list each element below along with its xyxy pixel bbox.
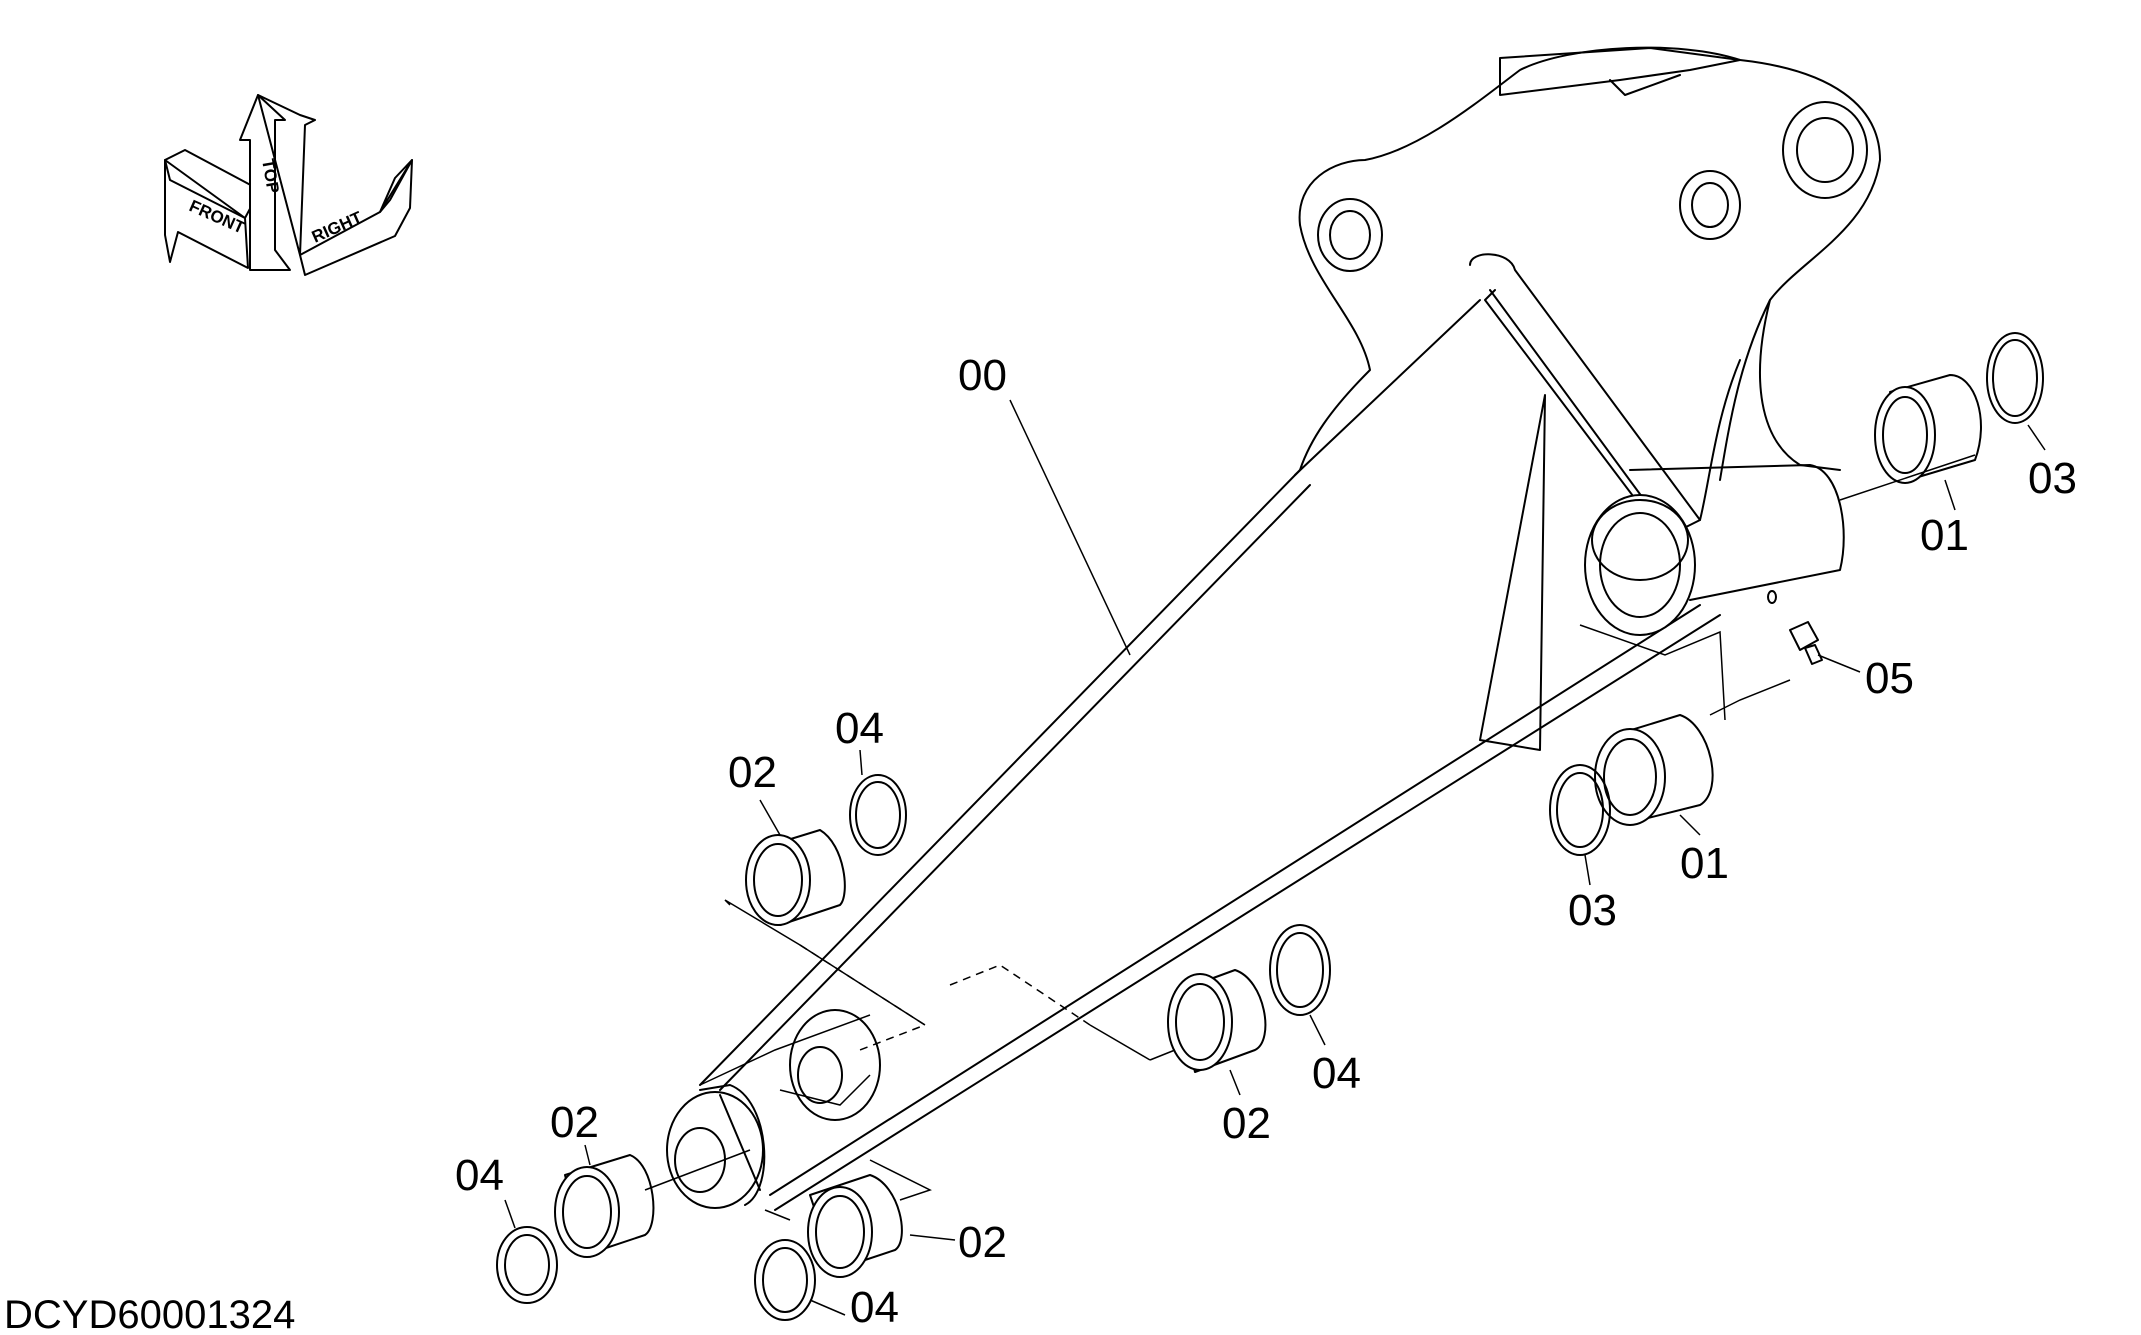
ring-03-mid (1549, 764, 1611, 856)
bracket-hole-right (1782, 101, 1868, 199)
bushing-02-lower (554, 1154, 655, 1258)
callout-bush-center: 02 (1222, 1099, 1271, 1148)
callout-bush-bottom: 02 (958, 1218, 1007, 1267)
callout-bush-top-right: 01 (1920, 511, 1969, 560)
bracket-hole-left (1317, 198, 1383, 272)
callout-ring-upper-left: 04 (835, 704, 884, 753)
assembly-lines (644, 454, 1976, 1221)
callout-ring-top-right: 03 (2028, 454, 2077, 503)
grease-fitting-05 (1767, 590, 1823, 665)
ring-04-center (1269, 924, 1331, 1016)
callout-labels: 00 01 03 05 01 03 02 04 02 04 02 04 02 0… (455, 351, 2077, 1332)
orientation-arrows-icon: FRONT TOP RIGHT (164, 94, 413, 276)
callout-bush-mid-right: 01 (1680, 839, 1729, 888)
ring-04-lower (496, 1226, 558, 1304)
drawing-code: DCYD60001324 (4, 1293, 295, 1335)
ring-04-bottom (754, 1239, 816, 1321)
bushing-02-center (1167, 969, 1267, 1073)
ring-03-top (1986, 332, 2044, 424)
ring-04-upper (849, 774, 907, 856)
callout-ring-lower-left: 04 (455, 1151, 504, 1200)
callout-fitting: 05 (1865, 654, 1914, 703)
bushing-02-bottom (807, 1174, 903, 1278)
lower-boss-front (666, 1091, 764, 1209)
callout-arm: 00 (958, 351, 1007, 400)
callout-ring-mid-right: 03 (1568, 886, 1617, 935)
bushing-02-upper (745, 829, 846, 926)
callout-bush-lower-left: 02 (550, 1098, 599, 1147)
bushing-01-top (1874, 374, 1982, 484)
bushing-01-mid (1594, 714, 1714, 826)
bracket-hole-middle (1679, 170, 1741, 240)
top-boss (1584, 494, 1696, 636)
callout-ring-bottom: 04 (850, 1283, 899, 1332)
arm-body (666, 46, 1881, 1211)
leader-lines (504, 399, 2046, 1316)
lower-boss-rear (789, 1009, 881, 1121)
callout-bush-upper-left: 02 (728, 748, 777, 797)
callout-ring-center: 04 (1312, 1049, 1361, 1098)
